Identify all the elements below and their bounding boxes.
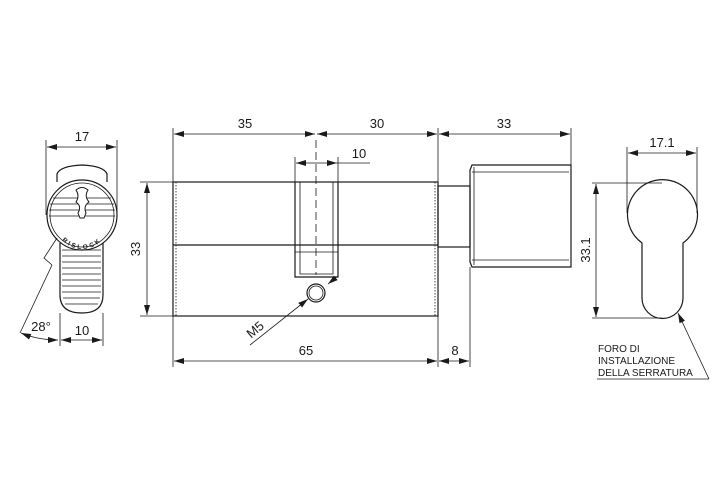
dim-33-label: 33 [497, 116, 511, 131]
note-line-1: FORO DI [598, 344, 640, 355]
thumb-lever [59, 243, 104, 314]
cylinder-cap [56, 164, 108, 182]
side-width-label: 17 [75, 129, 89, 144]
thumb-knob [469, 164, 572, 268]
body-length-label: 65 [299, 343, 313, 358]
note-line-2: INSTALLAZIONE [598, 356, 675, 367]
angle-label: 28° [31, 319, 51, 334]
knob-shaft [437, 185, 471, 248]
keyhole-profile [626, 179, 699, 320]
hole-view: 17.1 33.1 FORO DI INSTALLAZIONE DELLA SE… [578, 135, 710, 380]
screw-hole [306, 283, 326, 303]
brand-letters: RISLOCK [61, 237, 104, 252]
cam-slot [294, 182, 339, 278]
side-view: 17 RISLOCK 28° 10 [19, 129, 118, 346]
gap-label: 8 [451, 343, 458, 358]
hole-height-label: 33.1 [578, 237, 593, 262]
height-label: 33 [128, 242, 143, 256]
note-line-3: DELLA SERRATURA [598, 368, 693, 379]
dim-30-label: 30 [370, 116, 384, 131]
slot-width-label: 10 [352, 146, 366, 161]
front-view: 35 30 33 10 33 M5 65 8 [128, 116, 572, 367]
hole-width-label: 17.1 [649, 135, 674, 150]
screw-label: M5 [243, 318, 266, 341]
keyway-icon [75, 187, 90, 219]
dim-35-label: 35 [238, 116, 252, 131]
lever-width-label: 10 [75, 323, 89, 338]
angle-dimension [20, 332, 59, 343]
brand-letters-path: RISLOCK [61, 237, 102, 252]
cylinder-body [172, 181, 439, 317]
